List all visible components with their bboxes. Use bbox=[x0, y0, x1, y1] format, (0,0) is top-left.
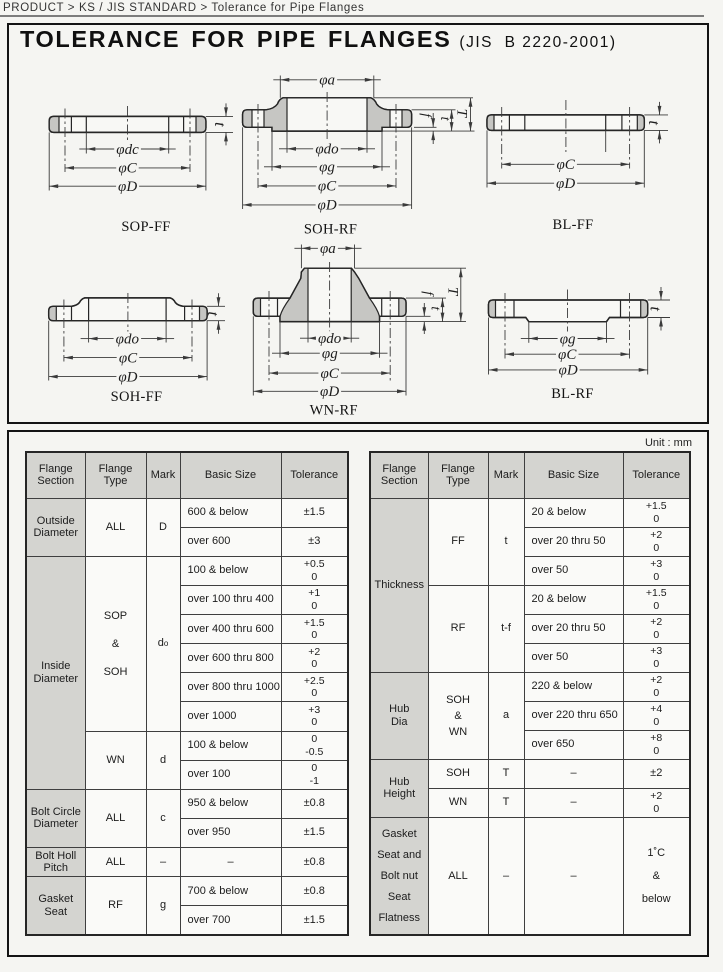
svg-text:φD: φD bbox=[318, 198, 337, 214]
svg-text:φC: φC bbox=[556, 157, 575, 173]
svg-text:t: t bbox=[428, 306, 443, 311]
svg-text:φdc: φdc bbox=[116, 142, 139, 158]
svg-text:φa: φa bbox=[320, 241, 336, 257]
svg-text:t: t bbox=[211, 122, 228, 127]
svg-text:φC: φC bbox=[318, 179, 337, 195]
svg-text:t: t bbox=[645, 120, 662, 125]
svg-text:SOH-RF: SOH-RF bbox=[304, 222, 357, 238]
svg-text:t: t bbox=[647, 306, 664, 311]
svg-text:t: t bbox=[204, 311, 221, 316]
svg-text:φdo: φdo bbox=[318, 331, 342, 347]
svg-text:φdo: φdo bbox=[315, 142, 339, 158]
svg-text:φD: φD bbox=[556, 176, 575, 192]
svg-text:T: T bbox=[445, 287, 461, 297]
svg-text:φC: φC bbox=[320, 366, 339, 382]
svg-text:φC: φC bbox=[558, 347, 577, 363]
svg-text:φg: φg bbox=[319, 160, 335, 176]
svg-text:φg: φg bbox=[322, 346, 338, 362]
svg-text:T: T bbox=[454, 109, 470, 119]
svg-text:φD: φD bbox=[118, 179, 137, 195]
svg-text:f: f bbox=[419, 113, 434, 119]
svg-text:SOP-FF: SOP-FF bbox=[121, 219, 170, 235]
svg-text:φdo: φdo bbox=[116, 331, 140, 347]
svg-text:φC: φC bbox=[118, 161, 137, 177]
svg-text:φD: φD bbox=[559, 363, 578, 379]
svg-text:f: f bbox=[421, 291, 436, 297]
svg-text:SOH-FF: SOH-FF bbox=[111, 389, 163, 405]
svg-text:φD: φD bbox=[118, 369, 137, 385]
svg-text:BL-FF: BL-FF bbox=[553, 217, 594, 233]
svg-text:φD: φD bbox=[320, 384, 339, 400]
svg-text:φC: φC bbox=[119, 350, 138, 366]
svg-text:WN-RF: WN-RF bbox=[310, 403, 358, 419]
svg-text:φg: φg bbox=[560, 331, 576, 347]
svg-text:φa: φa bbox=[319, 73, 335, 89]
svg-text:BL-RF: BL-RF bbox=[551, 386, 594, 402]
svg-text:t: t bbox=[437, 117, 452, 122]
